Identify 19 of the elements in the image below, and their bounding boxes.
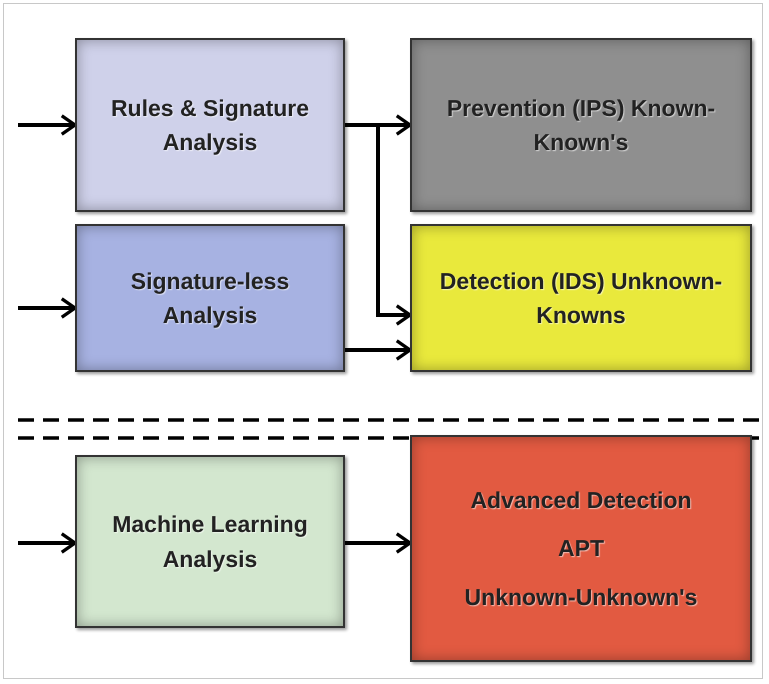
box-label: Prevention (IPS) Known-Known's [446,94,716,157]
process-box [75,455,345,628]
box-label: Rules & Signature Analysis [110,94,310,157]
process-box [410,38,752,212]
arrow [18,297,77,319]
box-label: Advanced Detection [469,486,693,515]
arrow [18,114,77,136]
box-label: Signature-less Analysis [130,266,290,330]
process-box [75,224,345,372]
arrow [345,339,412,361]
arrow [18,532,77,554]
process-box [75,38,345,212]
box-label: Machine Learning Analysis [111,510,309,574]
box-label: APT [557,534,605,564]
process-box [410,224,752,372]
box-label: Unknown-Unknown's [464,582,698,612]
box-label: Detection (IDS) Unknown-Knowns [438,266,724,330]
arrow [345,532,412,554]
process-box [410,435,752,662]
